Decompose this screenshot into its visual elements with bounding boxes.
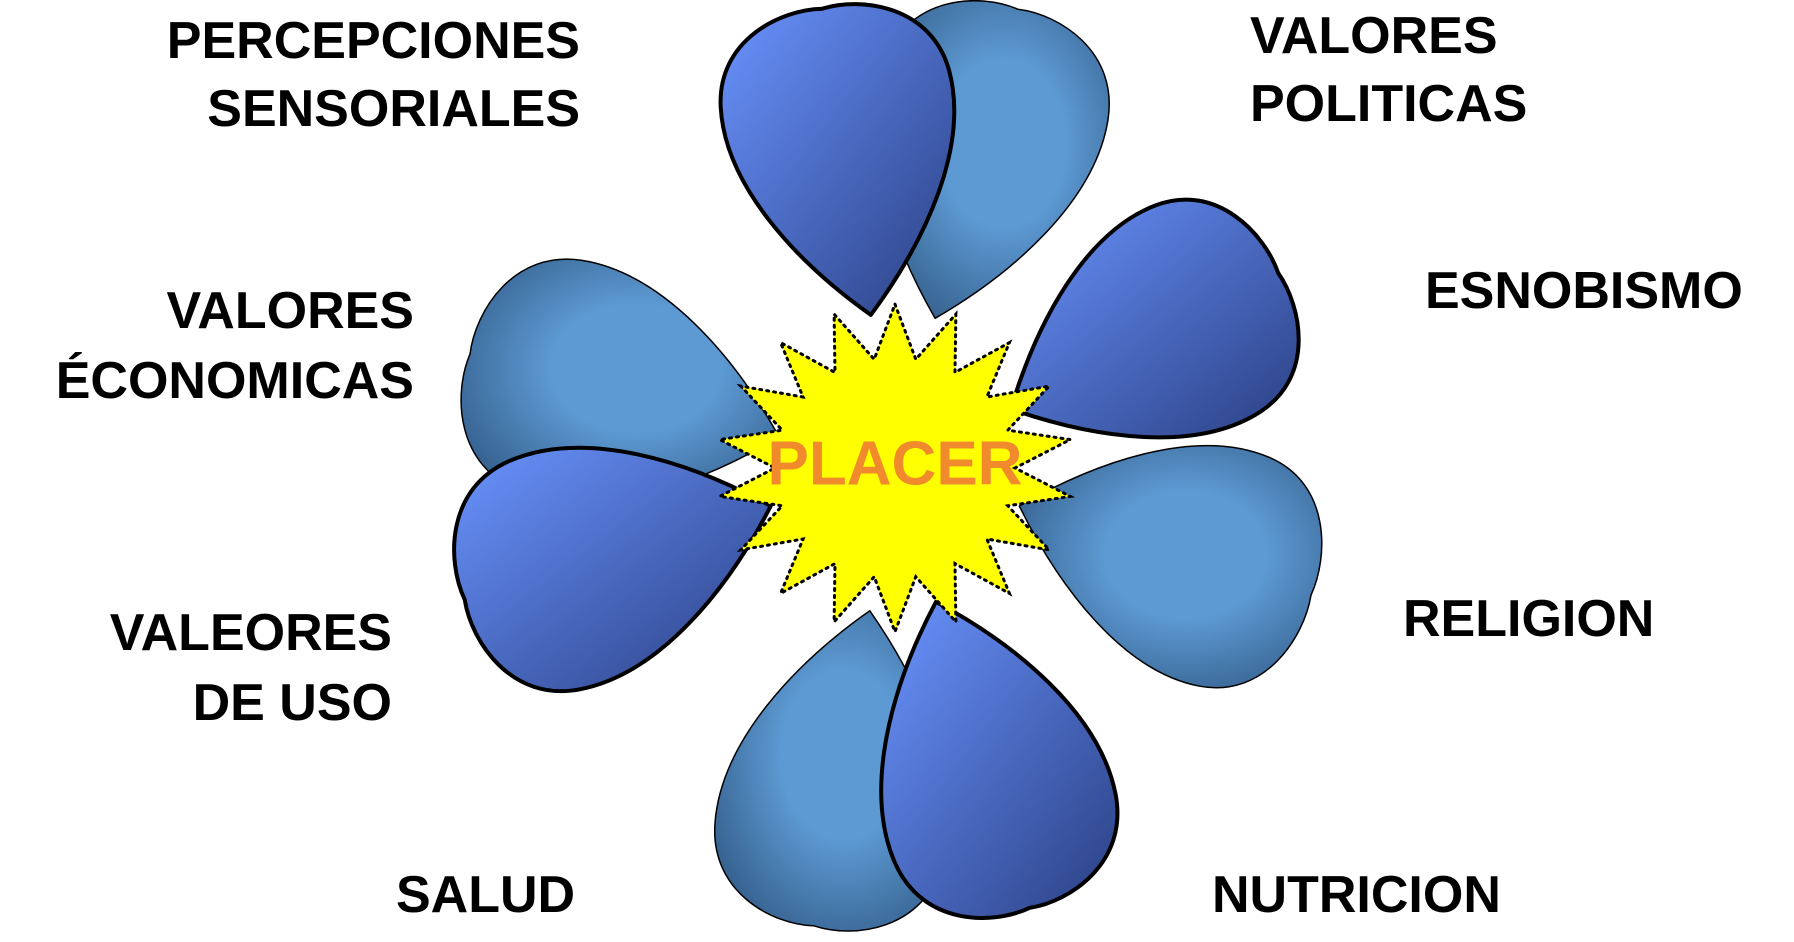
label-economicas-line-2: ÉCONOMICAS: [56, 352, 414, 410]
label-salud-line-1: SALUD: [396, 866, 575, 924]
petal-religion: [1019, 446, 1321, 688]
label-uso-line-2: DE USO: [193, 674, 392, 732]
label-religion-line-1: RELIGION: [1403, 590, 1654, 648]
petal-esnobismo: [1011, 200, 1299, 438]
label-economicas-line-1: VALORES: [166, 282, 414, 340]
petal-uso: [454, 448, 771, 691]
label-politicas-line-1: VALORES: [1250, 7, 1498, 65]
label-percepciones-line-2: SENSORIALES: [207, 80, 580, 138]
label-esnobismo-line-1: ESNOBISMO: [1425, 262, 1743, 320]
center-label: PLACER: [768, 429, 1023, 498]
label-politicas-line-2: POLITICAS: [1250, 75, 1527, 133]
label-percepciones-line-1: PERCEPCIONES: [167, 12, 580, 70]
label-nutricion-line-1: NUTRICION: [1212, 866, 1501, 924]
label-uso-line-1: VALEORES: [110, 604, 392, 662]
petal-nutricion: [881, 602, 1117, 918]
